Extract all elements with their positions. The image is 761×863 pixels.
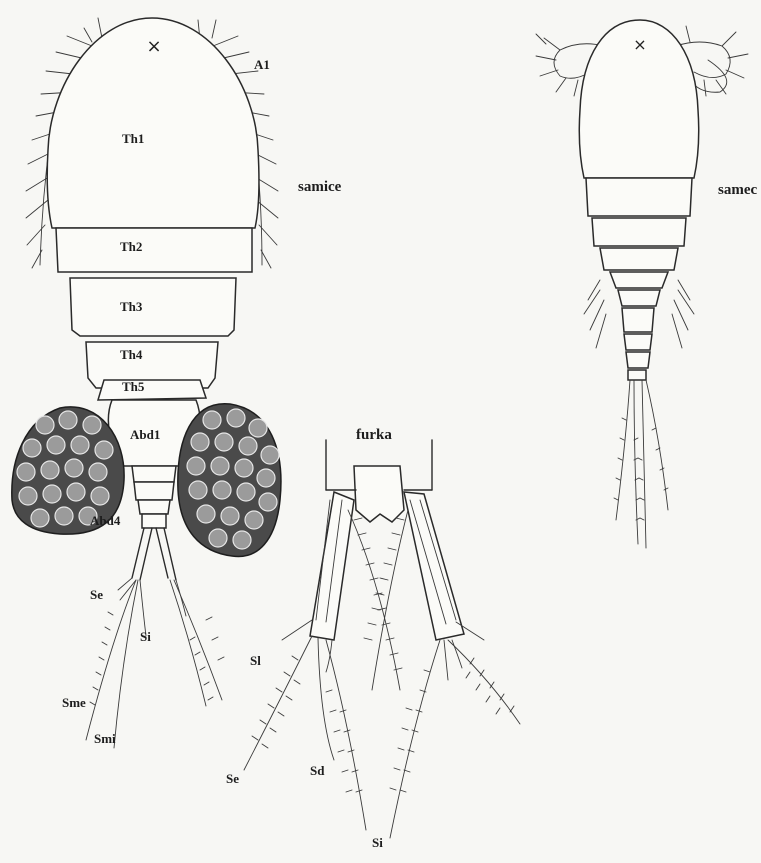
female-abd3 bbox=[134, 482, 174, 500]
label-furca-se: Se bbox=[226, 772, 239, 785]
female-anal-segment bbox=[142, 514, 166, 528]
female-abd4 bbox=[138, 500, 170, 514]
label-female-smi: Smi bbox=[94, 732, 116, 745]
female-abd2 bbox=[132, 466, 176, 482]
male-copepod: × bbox=[536, 20, 748, 548]
label-th4: Th4 bbox=[120, 348, 142, 361]
label-th1: Th1 bbox=[122, 132, 144, 145]
egg-sac-right bbox=[178, 404, 281, 557]
label-abd4: Abd4 bbox=[90, 514, 120, 527]
female-setae bbox=[86, 578, 224, 748]
female-copepod: × bbox=[26, 18, 278, 748]
label-a1: A1 bbox=[254, 58, 270, 71]
label-furca-sl: Sl bbox=[250, 654, 261, 667]
female-th3 bbox=[70, 278, 236, 336]
male-eye-mark: × bbox=[633, 35, 646, 54]
female-eye-mark: × bbox=[146, 36, 161, 57]
label-abd1: Abd1 bbox=[130, 428, 160, 441]
furca-caption: furka bbox=[356, 428, 392, 443]
label-th3: Th3 bbox=[120, 300, 142, 313]
furca-detail bbox=[244, 440, 520, 838]
label-female-se: Se bbox=[90, 588, 103, 601]
female-th5 bbox=[98, 380, 206, 400]
male-caption: samec bbox=[718, 183, 757, 198]
label-furca-sd: Sd bbox=[310, 764, 324, 777]
label-female-si: Si bbox=[140, 630, 151, 643]
label-female-sme: Sme bbox=[62, 696, 86, 709]
label-furca-si: Si bbox=[372, 836, 383, 849]
female-furca-right bbox=[156, 528, 176, 580]
female-furca-left bbox=[132, 528, 152, 580]
female-caption: samice bbox=[298, 180, 341, 195]
label-th5: Th5 bbox=[122, 380, 144, 393]
label-th2: Th2 bbox=[120, 240, 142, 253]
female-th2 bbox=[56, 228, 252, 272]
